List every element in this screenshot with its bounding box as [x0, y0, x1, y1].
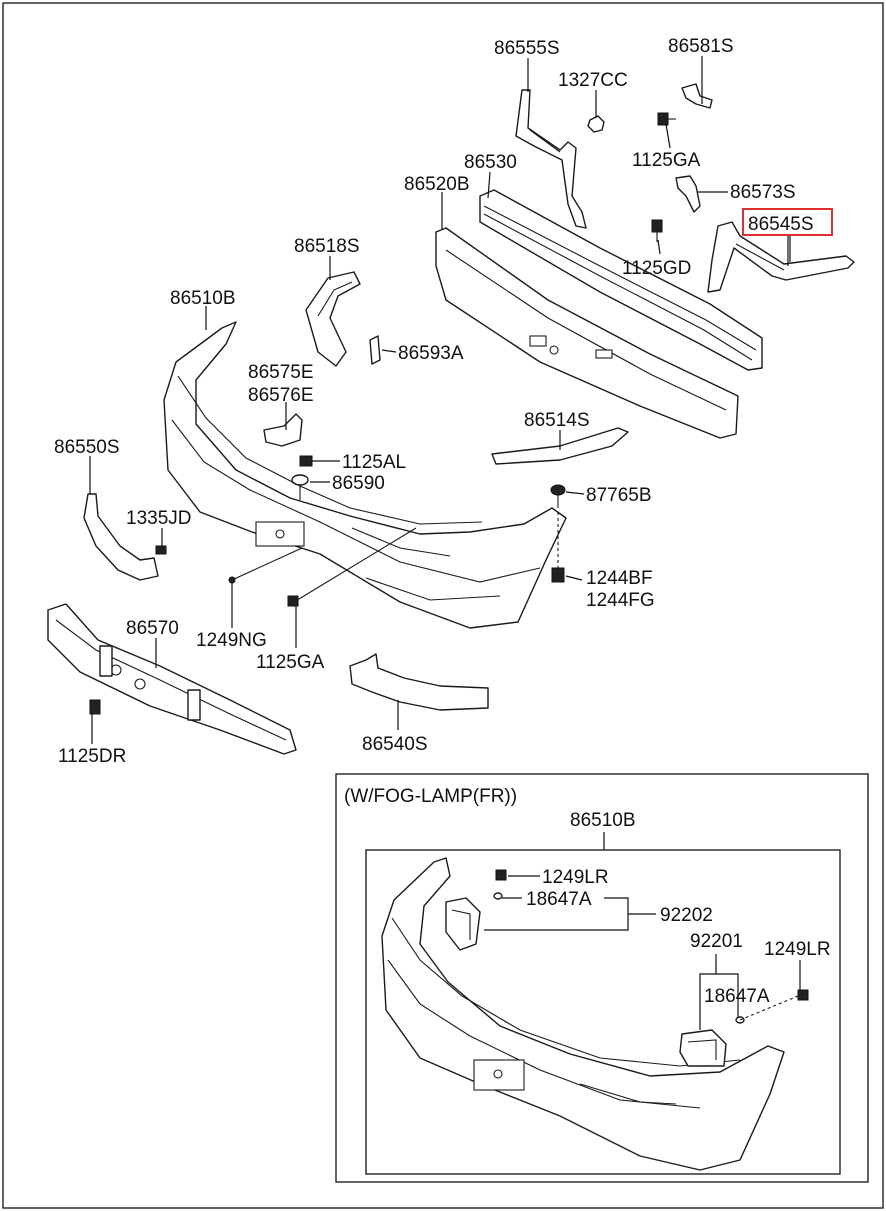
label-86520B: 86520B [404, 174, 470, 195]
label-87765B: 87765B [586, 485, 652, 506]
part-86520B-absorber [435, 227, 739, 439]
part-1125GA-bolt-bottom [287, 527, 417, 607]
part-86573S-bracket [675, 175, 701, 213]
fog-lamp-92202-left [445, 897, 481, 951]
label-86540S: 86540S [362, 734, 428, 755]
part-1125GA-bolt-top [657, 112, 676, 126]
label-86570: 86570 [126, 618, 179, 639]
label-86581S: 86581S [668, 36, 734, 57]
label-1249NG: 1249NG [196, 630, 267, 651]
label-fog-18647A-b: 18647A [704, 986, 770, 1007]
part-1125GD-bolt [651, 219, 663, 242]
fog-lamp-92201-right [679, 1029, 727, 1067]
fog-bumper-cover [381, 857, 785, 1171]
label-86518S: 86518S [294, 236, 360, 257]
part-86545S-bracket [707, 221, 855, 293]
part-1244BF-screw [551, 512, 565, 583]
part-86550S-side-piece [83, 493, 159, 581]
label-fog-18647A-a: 18647A [526, 889, 592, 910]
part-86540S-molding [349, 653, 489, 711]
label-86573S: 86573S [730, 182, 796, 203]
label-fog-92201: 92201 [690, 931, 743, 952]
fog-leader-lines [484, 832, 801, 1030]
label-1125GD: 1125GD [622, 258, 691, 279]
leader-lines [89, 56, 791, 744]
part-86581S-bracket [681, 83, 713, 109]
label-fog-1249LR-b: 1249LR [764, 939, 831, 960]
label-1125AL: 1125AL [342, 452, 406, 473]
label-fog-86510B: 86510B [570, 810, 636, 831]
label-86555S: 86555S [494, 38, 560, 59]
label-86590: 86590 [332, 473, 385, 494]
part-86555S-bracket [515, 89, 587, 229]
label-1244FG: 1244FG [586, 590, 655, 611]
part-86570-lower-piece [47, 603, 297, 755]
part-86530-beam [479, 189, 763, 371]
label-86593A: 86593A [398, 343, 464, 364]
label-86530: 86530 [464, 152, 517, 173]
fog-lamp-inner-box [365, 849, 841, 1175]
part-1125DR-bolt [89, 699, 101, 715]
label-86510B: 86510B [170, 288, 236, 309]
label-86545S: 86545S [748, 214, 814, 235]
label-fog-1249LR-a: 1249LR [542, 867, 609, 888]
fog-lamp-section-title: (W/FOG-LAMP(FR)) [344, 786, 517, 807]
label-86550S: 86550S [54, 437, 120, 458]
label-86514S: 86514S [524, 410, 590, 431]
part-labels: 86555S 86581S 1327CC 1125GA 86530 86520B… [54, 36, 831, 1007]
part-87765B-fastener [550, 484, 566, 508]
label-1335JD: 1335JD [126, 508, 192, 529]
fog-screws [493, 869, 809, 1024]
label-1327CC: 1327CC [558, 70, 628, 91]
label-fog-92202: 92202 [660, 905, 713, 926]
part-1125AL-bolt [299, 455, 313, 467]
part-86510B-bumper-cover [163, 321, 567, 629]
part-86575E-bracket [263, 413, 303, 447]
highlight-86545S-box [742, 208, 833, 236]
label-86575E: 86575E [248, 362, 314, 383]
label-1125DR: 1125DR [58, 746, 126, 767]
part-1335JD-clip [155, 545, 167, 555]
label-1244BF: 1244BF [586, 568, 653, 589]
fog-lamp-box [335, 773, 869, 1183]
part-1327CC-nut [587, 115, 605, 133]
label-86576E: 86576E [248, 385, 314, 406]
part-1249NG-bolt [228, 547, 303, 584]
label-1125GA-bottom: 1125GA [256, 652, 325, 673]
label-1125GA-top: 1125GA [632, 150, 701, 171]
part-86590-fastener [291, 474, 309, 500]
part-86518S-side-piece [305, 271, 361, 367]
part-86593A-clip [369, 335, 381, 365]
